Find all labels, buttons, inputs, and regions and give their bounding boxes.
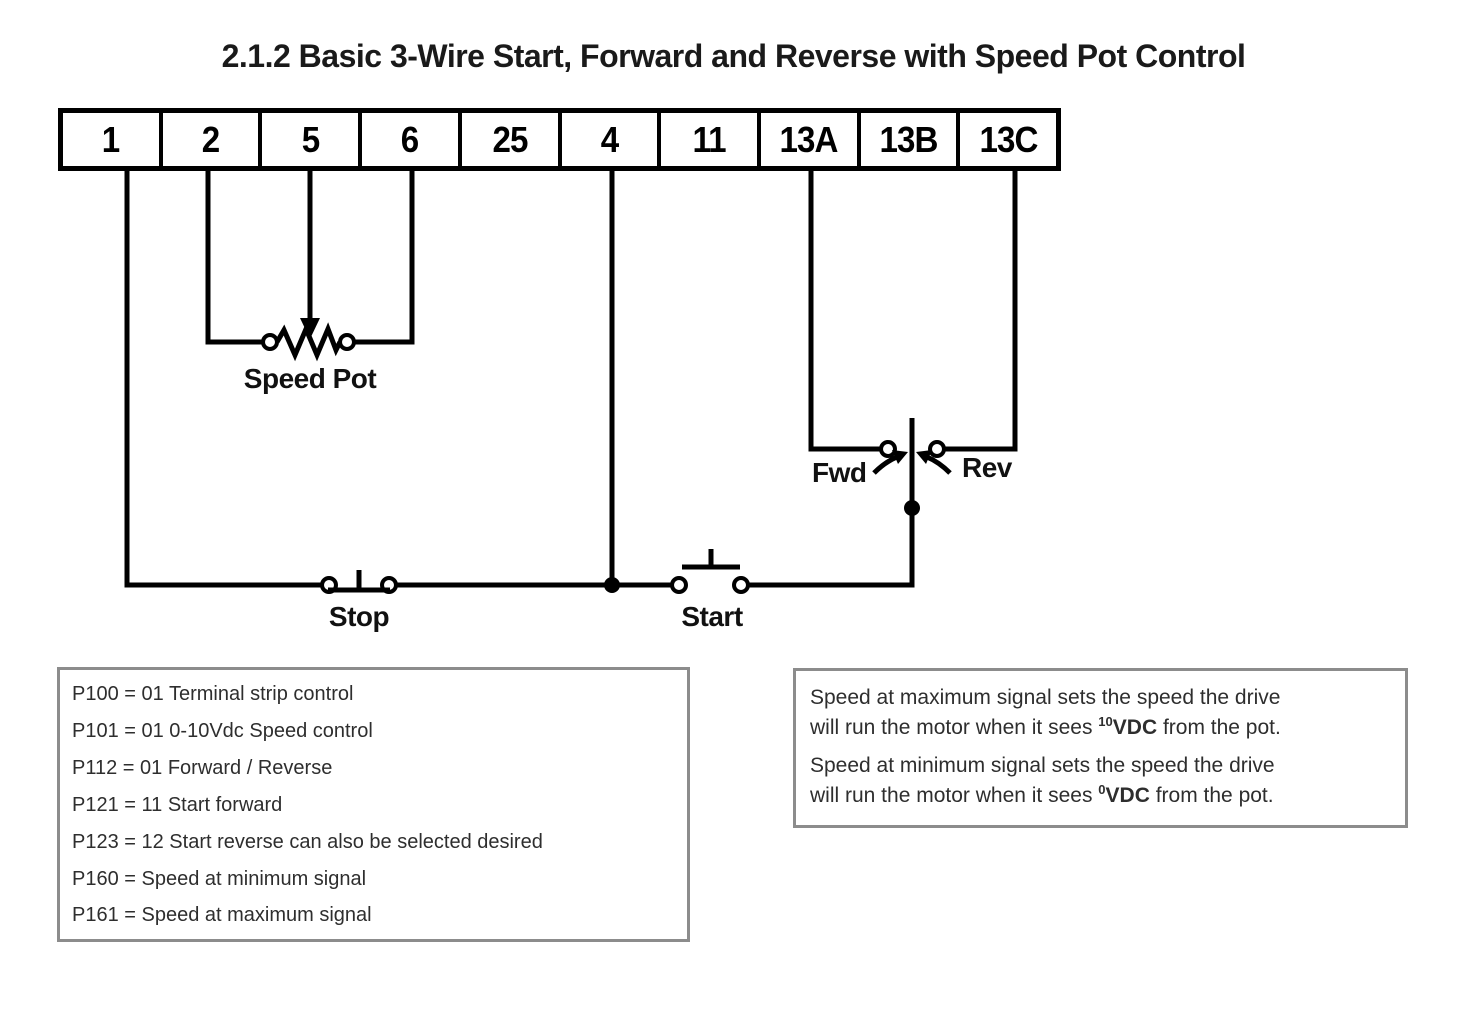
parameter-line: P100 = 01 Terminal strip control (72, 683, 354, 705)
fwd-arrow-curve (872, 454, 899, 475)
terminal-cell-6: 6 (358, 113, 458, 166)
terminal-label: 1 (102, 118, 120, 160)
fwd-contact (879, 440, 897, 458)
wire-terminal13A-down (808, 168, 881, 452)
parameter-line: P160 = Speed at minimum signal (72, 867, 367, 890)
terminal-label: 13C (979, 118, 1038, 160)
parameter-line: P112 = 01 Forward / Reverse (72, 756, 333, 779)
vdc-bold: VDC (1105, 784, 1150, 807)
stop-button-symbol (320, 570, 398, 594)
wire-start-to-pole (749, 418, 915, 588)
speed-pot-label: Speed Pot (243, 363, 377, 394)
terminal-cell-1: 1 (63, 113, 159, 166)
terminal-cell-13A: 13A (756, 113, 857, 166)
pot-resistor-zigzag (274, 322, 343, 362)
parameter-line: P123 = 12 Start reverse can also be sele… (72, 830, 543, 853)
speed-pot-symbol (205, 168, 415, 362)
terminal-cell-4: 4 (557, 113, 658, 166)
rev-contact (928, 440, 946, 458)
fwd-arrow-head (892, 450, 908, 464)
terminal-label: 4 (600, 118, 619, 160)
pot-wiper-arrow-head (300, 318, 320, 339)
junction-dot-terminal4 (604, 577, 620, 593)
terminal-label: 6 (401, 118, 419, 160)
terminal-cell-5: 5 (258, 113, 358, 166)
parameter-line: P121 = 11 Start forward (72, 793, 283, 816)
wire-terminal6-down (354, 168, 415, 345)
start-label: Start (681, 601, 743, 632)
stop-label: Stop (328, 601, 390, 632)
fwd-rev-switch-symbol (808, 168, 1018, 475)
terminal-label: 25 (492, 118, 528, 160)
terminal-label: 2 (201, 118, 220, 160)
wire-terminal13C-down (944, 168, 1018, 452)
terminal-cell-2: 2 (158, 113, 259, 166)
terminal-cell-13C: 13C (956, 113, 1056, 166)
wire-terminal2-down (205, 168, 262, 345)
terminal-cell-25: 25 (457, 113, 558, 166)
terminal-label: 13B (879, 118, 938, 160)
terminal-label: 5 (301, 118, 320, 160)
parameter-line: P161 = Speed at maximum signal (72, 904, 372, 927)
junction-dot-pole (904, 500, 920, 516)
terminal-label: 13A (779, 118, 839, 160)
speed-note-max: Speed at maximum signal sets the speed t… (810, 686, 1281, 739)
fwd-label: Fwd (812, 457, 867, 488)
rev-label: Rev (962, 452, 1012, 483)
start-button-symbol (670, 549, 750, 594)
parameters-box: P100 = 01 Terminal strip control P101 = … (57, 667, 690, 942)
vdc-bold: VDC (1112, 716, 1158, 739)
parameter-line: P101 = 01 0-10Vdc Speed control (72, 719, 373, 742)
rev-arrow-head (916, 450, 932, 464)
speed-note-min: Speed at minimum signal sets the speed t… (810, 754, 1275, 807)
rev-arrow-curve (925, 454, 952, 475)
vdc-superscript: 0 (1098, 782, 1106, 797)
terminal-cell-13B: 13B (856, 113, 957, 166)
start-contact-left (670, 576, 688, 594)
terminal-cell-11: 11 (657, 113, 757, 166)
pot-terminal-left (261, 333, 279, 351)
terminal-label: 11 (692, 118, 726, 160)
start-contact-right (732, 576, 750, 594)
speed-notes-box: Speed at maximum signal sets the speed t… (793, 668, 1408, 828)
terminal-strip: 1 2 5 6 25 4 11 13A 13B 13C (58, 108, 1061, 171)
wire-terminal1-to-stop (124, 168, 321, 588)
vdc-superscript: 10 (1098, 714, 1113, 729)
pot-terminal-right (338, 333, 356, 351)
page-title: 2.1.2 Basic 3-Wire Start, Forward and Re… (221, 38, 1246, 74)
